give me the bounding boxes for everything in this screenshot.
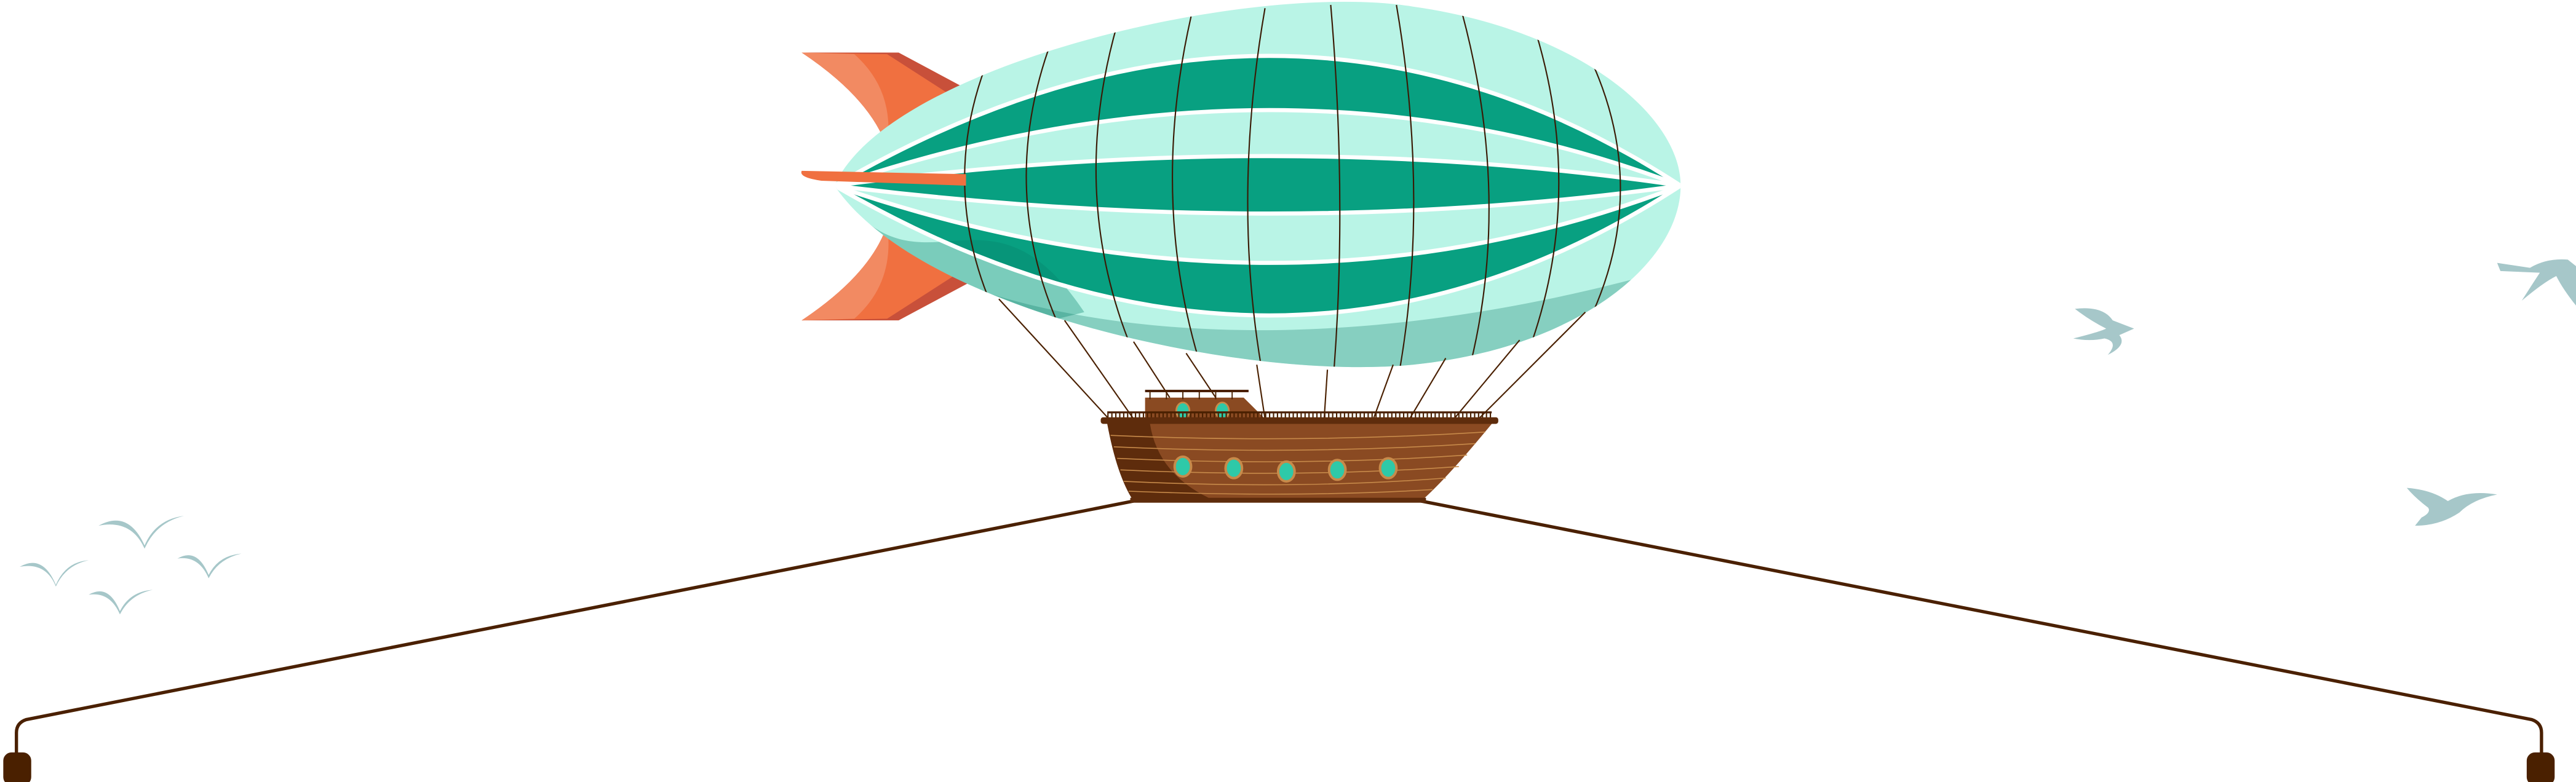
- side-boom: [801, 170, 966, 186]
- bird-icon: [177, 553, 242, 579]
- bird-right-3: [2406, 488, 2497, 526]
- bird-icon: [20, 560, 89, 586]
- bird-right-2: [2497, 259, 2576, 306]
- tether-left: [3, 499, 1134, 782]
- bird-flock-left: [20, 516, 242, 615]
- bird-icon: [89, 590, 153, 615]
- bird-icon: [2497, 259, 2576, 306]
- porthole: [1224, 457, 1244, 480]
- bird-icon: [2406, 488, 2497, 526]
- porthole: [1276, 460, 1296, 483]
- porthole: [1327, 459, 1347, 481]
- bird-icon: [2073, 308, 2134, 355]
- bird-right-1: [2073, 308, 2134, 355]
- weight-bag-left: [3, 752, 31, 782]
- porthole: [1173, 455, 1193, 478]
- weight-bag-right: [2526, 752, 2555, 782]
- bird-icon: [98, 516, 185, 549]
- gondola-ship: [1100, 389, 1498, 503]
- tether-right: [1420, 499, 2555, 782]
- suspension-ropes: [998, 298, 1586, 420]
- porthole: [1378, 457, 1398, 480]
